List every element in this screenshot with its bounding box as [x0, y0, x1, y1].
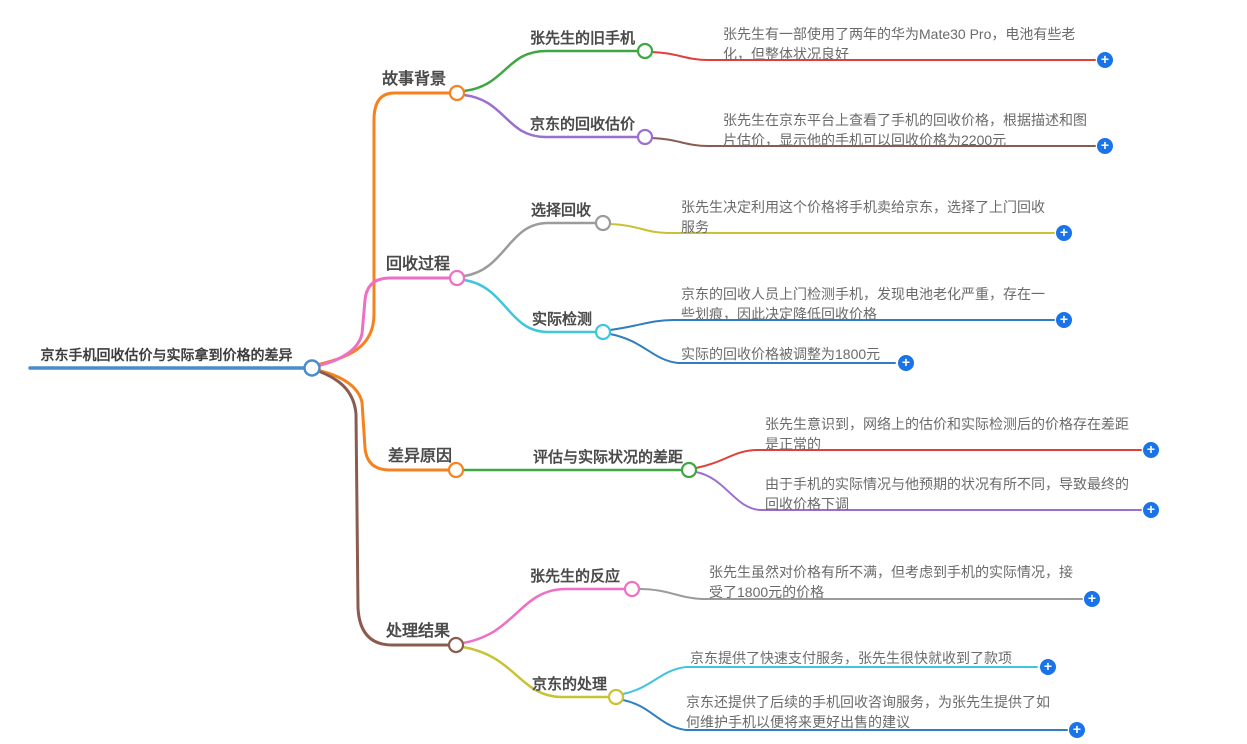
sub-label-estimate[interactable]: 京东的回收估价 — [530, 116, 636, 133]
note-old-phone[interactable]: 张先生有一部使用了两年的华为Mate30 Pro，电池有些老化，但整体状况良好 — [723, 26, 1076, 62]
add-node-icon[interactable]: + — [1056, 225, 1072, 241]
add-node-icon[interactable]: + — [1097, 138, 1113, 154]
note-line-gap-1 — [695, 449, 1142, 469]
note-line-handling-2 — [622, 699, 1068, 731]
node-toggle-estimate[interactable] — [636, 128, 654, 146]
node-toggle-process[interactable] — [448, 269, 466, 287]
note-gap-2[interactable]: 由于手机的实际情况与他预期的状况有所不同，导致最终的回收价格下调 — [765, 476, 1129, 512]
node-toggle-story[interactable] — [448, 84, 466, 102]
note-check-1[interactable]: 京东的回收人员上门检测手机，发现电池老化严重，存在一些划痕，因此决定降低回收价格 — [681, 286, 1045, 322]
note-line-gap-2 — [695, 471, 1142, 511]
node-toggle-old-phone[interactable] — [636, 42, 654, 60]
root-node-label[interactable]: 京东手机回收估价与实际拿到价格的差异 — [40, 347, 293, 363]
node-toggle-choose[interactable] — [594, 214, 612, 232]
connector-choose-recycle — [462, 221, 598, 278]
add-node-icon[interactable]: + — [1084, 591, 1100, 607]
note-reaction[interactable]: 张先生虽然对价格有所不满，但考虑到手机的实际情况，接受了1800元的价格 — [709, 564, 1073, 600]
add-node-icon[interactable]: + — [1097, 52, 1113, 68]
connector-jd-estimate — [462, 93, 640, 139]
node-toggle-reaction[interactable] — [623, 580, 641, 598]
add-node-icon[interactable]: + — [1056, 312, 1072, 328]
node-toggle-gap[interactable] — [680, 461, 698, 479]
connector-actual-check — [462, 278, 598, 334]
node-toggle-reason[interactable] — [447, 461, 465, 479]
connector-branch-reason — [310, 367, 451, 472]
add-node-icon[interactable]: + — [1069, 722, 1085, 738]
branch-label-story[interactable]: 故事背景 — [382, 71, 447, 88]
connector-zhang-reaction — [461, 587, 627, 645]
add-node-icon[interactable]: + — [1040, 659, 1056, 675]
add-node-icon[interactable]: + — [1143, 442, 1159, 458]
sub-label-check[interactable]: 实际检测 — [532, 311, 593, 328]
node-toggle-result[interactable] — [447, 636, 465, 654]
connector-branch-process — [310, 276, 452, 369]
note-line-check-1 — [609, 319, 1055, 331]
note-line-estimate — [651, 137, 1096, 147]
note-line-handling-1 — [622, 666, 1038, 695]
node-toggle-handling[interactable] — [607, 688, 625, 706]
note-check-2[interactable]: 实际的回收价格被调整为1800元 — [681, 346, 881, 362]
note-line-choose — [609, 223, 1055, 234]
sub-label-gap[interactable]: 评估与实际状况的差距 — [533, 449, 684, 466]
sub-label-handling[interactable]: 京东的处理 — [532, 676, 608, 693]
sub-label-old-phone[interactable]: 张先生的旧手机 — [530, 30, 636, 47]
note-line-reaction — [638, 588, 1083, 600]
sub-label-reaction[interactable]: 张先生的反应 — [530, 568, 621, 585]
note-line-check-2 — [609, 333, 896, 364]
node-toggle-root[interactable] — [303, 359, 321, 377]
branch-label-process[interactable]: 回收过程 — [386, 256, 451, 273]
note-estimate[interactable]: 张先生在京东平台上查看了手机的回收价格，根据描述和图片估价，显示他的手机可以回收… — [723, 112, 1087, 148]
note-gap-1[interactable]: 张先生意识到，网络上的估价和实际检测后的价格存在差距是正常的 — [765, 416, 1129, 452]
connector-jd-handling — [461, 645, 611, 699]
note-handling-2[interactable]: 京东还提供了后续的手机回收咨询服务，为张先生提供了如何维护手机以便将来更好出售的… — [686, 694, 1050, 730]
node-toggle-check[interactable] — [594, 323, 612, 341]
branch-label-reason[interactable]: 差异原因 — [388, 448, 453, 465]
branch-label-result[interactable]: 处理结果 — [386, 623, 451, 640]
sub-label-choose[interactable]: 选择回收 — [531, 202, 592, 219]
connector-branch-story — [310, 91, 452, 368]
add-node-icon[interactable]: + — [1143, 502, 1159, 518]
note-choose[interactable]: 张先生决定利用这个价格将手机卖给京东，选择了上门回收服务 — [681, 199, 1045, 235]
connector-old-phone — [462, 49, 640, 93]
add-node-icon[interactable]: + — [898, 355, 914, 371]
note-line-old-phone — [651, 51, 1096, 61]
note-handling-1[interactable]: 京东提供了快速支付服务，张先生很快就收到了款项 — [690, 650, 1012, 666]
connector-branch-result — [310, 367, 451, 647]
